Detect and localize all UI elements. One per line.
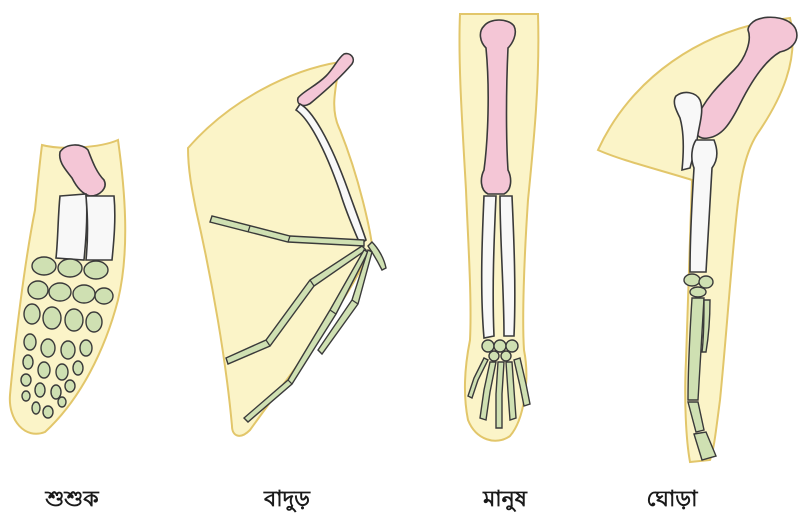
label-horse: ঘোড়া [622, 482, 722, 519]
label-human: মানুষ [450, 482, 560, 519]
flipper-radius [56, 194, 87, 260]
label-bat: বাদুড় [232, 482, 342, 519]
label-turtle: শুশুক [22, 482, 122, 519]
bat-wing-membrane [188, 62, 372, 436]
human-radius [482, 196, 496, 338]
human-arm-limb [459, 14, 538, 441]
horse-leg-limb [598, 17, 797, 462]
bat-wing-limb [188, 54, 386, 436]
flipper-ulna [86, 196, 115, 260]
flipper-carpals [24, 257, 113, 332]
flipper-limb [10, 140, 125, 434]
